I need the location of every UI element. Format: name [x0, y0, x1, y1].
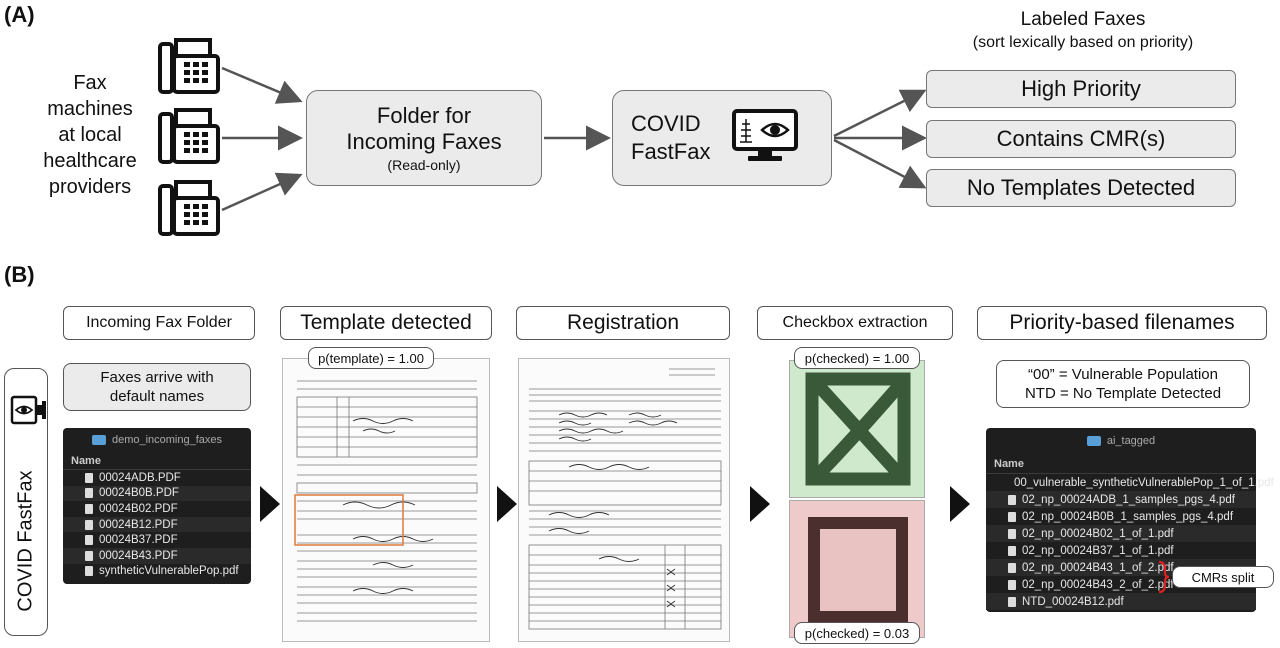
- file-row[interactable]: 00024ADB.PDF: [63, 470, 251, 486]
- panel-a-label: (A): [4, 2, 35, 27]
- pdf-file-icon: [1008, 528, 1016, 539]
- file-row[interactable]: 00024B02.PDF: [63, 501, 251, 517]
- fax-sources-text: Fax machines at local healthcare provide…: [43, 72, 137, 198]
- monitor-eye-icon: [10, 395, 49, 430]
- fax-machine-icon: [158, 180, 220, 238]
- output-high-priority: High Priority: [926, 70, 1236, 108]
- registration-document: [518, 358, 730, 642]
- fax-machine-icon: [158, 38, 220, 96]
- pdf-file-icon: [1008, 511, 1016, 522]
- template-detected-document: [282, 358, 490, 642]
- file-row[interactable]: 00_vulnerable_syntheticVulnerablePop_1_o…: [1014, 476, 1274, 489]
- template-probability: p(template) = 1.00: [308, 347, 434, 369]
- step-checkbox-extraction: Checkbox extraction: [757, 306, 953, 340]
- file-row[interactable]: 02_np_00024B43_2_of_2.pdf: [986, 576, 1256, 593]
- panel-a-arrows: [221, 66, 927, 212]
- folder-icon: [91, 435, 106, 445]
- pdf-file-icon: [85, 535, 93, 546]
- covid-fastfax-box: COVID FastFax: [612, 90, 832, 186]
- pdf-file-icon: [85, 550, 93, 561]
- step-template-detected: Template detected: [280, 306, 492, 340]
- file-row[interactable]: 02_np_00024B37_1_of_1.pdf: [986, 542, 1256, 559]
- panel-b-label: (B): [4, 262, 35, 287]
- step-incoming-fax-folder: Incoming Fax Folder: [63, 306, 255, 340]
- pdf-file-icon: [1008, 579, 1016, 590]
- tagged-folder-window: ai_tagged Name 00_vulnerable_syntheticVu…: [986, 428, 1274, 612]
- arrive-note: Faxes arrive with default names: [63, 363, 251, 411]
- name-column-header: Name: [63, 452, 251, 470]
- incoming-folder-window: demo_incoming_faxes Name 00024ADB.PDF 00…: [63, 428, 251, 584]
- folder-box-title: Folder for Incoming Faxes: [346, 103, 502, 154]
- file-row[interactable]: syntheticVulnerablePop.pdf: [63, 564, 251, 580]
- cmr-split-note: CMRs split: [1172, 566, 1274, 588]
- pdf-file-icon: [85, 488, 93, 499]
- checked-probability-high: p(checked) = 1.00: [794, 347, 920, 369]
- pdf-file-icon: [1008, 545, 1016, 556]
- name-column-header: Name: [986, 454, 1256, 474]
- file-row[interactable]: 00024B37.PDF: [63, 532, 251, 548]
- file-row[interactable]: 00024B12.PDF: [63, 516, 251, 533]
- cmr-split-brace: [1157, 560, 1171, 594]
- file-row[interactable]: 02_np_00024B02_1_of_1.pdf: [986, 525, 1256, 542]
- pdf-file-icon: [85, 519, 93, 530]
- file-row[interactable]: 00024B43.PDF: [63, 547, 251, 564]
- covid-fastfax-side-label: COVID FastFax: [4, 368, 48, 636]
- pdf-file-icon: [85, 566, 93, 577]
- monitor-eye-icon: [732, 108, 799, 168]
- file-row[interactable]: 00024B0B.PDF: [63, 485, 251, 502]
- filename-legend: “00” = Vulnerable Population NTD = No Te…: [996, 360, 1250, 408]
- labeled-faxes-title: Labeled Faxes (sort lexically based on p…: [972, 9, 1194, 51]
- pdf-file-icon: [85, 472, 93, 483]
- file-row[interactable]: NTD_00024B12.pdf: [986, 593, 1256, 610]
- output-contains-cmr: Contains CMR(s): [926, 120, 1236, 158]
- checkbox-checked-crop: [789, 360, 925, 498]
- step-registration: Registration: [516, 306, 730, 340]
- folder-box-subtitle: (Read-only): [387, 157, 461, 173]
- file-row[interactable]: 02_np_00024B0B_1_samples_pgs_4.pdf: [986, 508, 1256, 525]
- folder-icon: [1086, 436, 1101, 446]
- output-no-templates: No Templates Detected: [926, 169, 1236, 207]
- checkbox-unchecked-crop: [789, 500, 925, 638]
- pdf-file-icon: [85, 503, 93, 514]
- incoming-folder-title: demo_incoming_faxes: [63, 428, 251, 452]
- fax-machine-icon: [158, 108, 220, 166]
- step-priority-filenames: Priority-based filenames: [977, 306, 1267, 340]
- file-row[interactable]: 02_np_00024ADB_1_samples_pgs_4.pdf: [986, 491, 1256, 508]
- checked-probability-low: p(checked) = 0.03: [794, 622, 920, 644]
- step-arrows: [260, 486, 970, 522]
- app-box-title: COVID FastFax: [631, 111, 711, 164]
- pdf-file-icon: [1008, 596, 1016, 607]
- pdf-file-icon: [1008, 494, 1016, 505]
- tagged-folder-title: ai_tagged: [986, 428, 1256, 454]
- pdf-file-icon: [1008, 562, 1016, 573]
- incoming-faxes-folder-box: Folder for Incoming Faxes (Read-only): [306, 90, 542, 186]
